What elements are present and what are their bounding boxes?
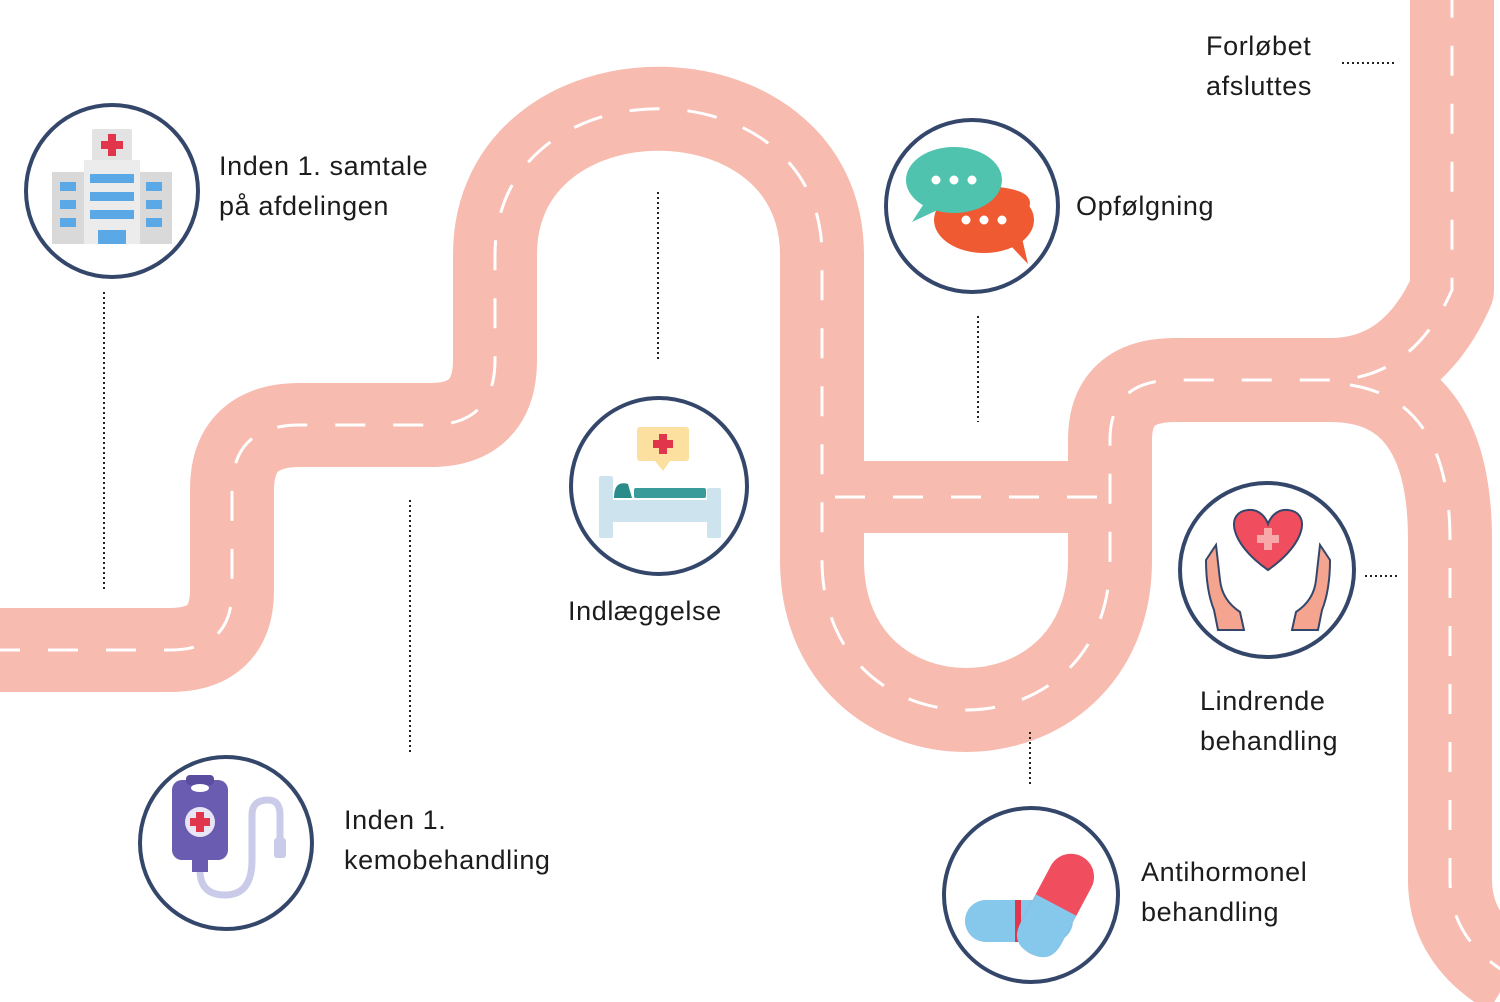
label-pre-chemo: Inden 1. kemobehandling [344,800,551,880]
leader-lines [103,62,1400,786]
label-line: Opfølgning [1076,191,1215,221]
label-line: kemobehandling [344,845,551,875]
label-line: behandling [1141,897,1280,927]
heart-hands-icon [1178,481,1356,659]
label-antihormonal: Antihormonel behandling [1141,852,1307,932]
label-line: på afdelingen [219,191,389,221]
label-line: Forløbet [1206,31,1312,61]
label-line: Indlæggelse [568,596,722,626]
label-line: afsluttes [1206,71,1312,101]
iv-bag-icon [138,755,314,931]
dashes-branch [1349,383,1500,971]
speech-bubbles-icon [884,118,1060,294]
label-completed: Forløbet afsluttes [1206,26,1312,106]
label-line: Inden 1. [344,805,447,835]
road-branch [1328,338,1500,1002]
label-admission: Indlæggelse [568,591,722,631]
hospital-icon [24,103,200,279]
hospital-bed-icon [569,396,749,576]
label-palliative: Lindrende behandling [1200,681,1338,761]
label-line: Lindrende [1200,686,1326,716]
label-line: Antihormonel [1141,857,1308,887]
label-pre-first-talk: Inden 1. samtale på afdelingen [219,146,428,226]
dashes-main [0,0,1452,710]
label-line: behandling [1200,726,1339,756]
pill-capsules-icon [942,806,1120,984]
label-follow-up: Opfølgning [1076,186,1214,226]
label-line: Inden 1. samtale [219,151,429,181]
road-dashes [0,0,1500,975]
